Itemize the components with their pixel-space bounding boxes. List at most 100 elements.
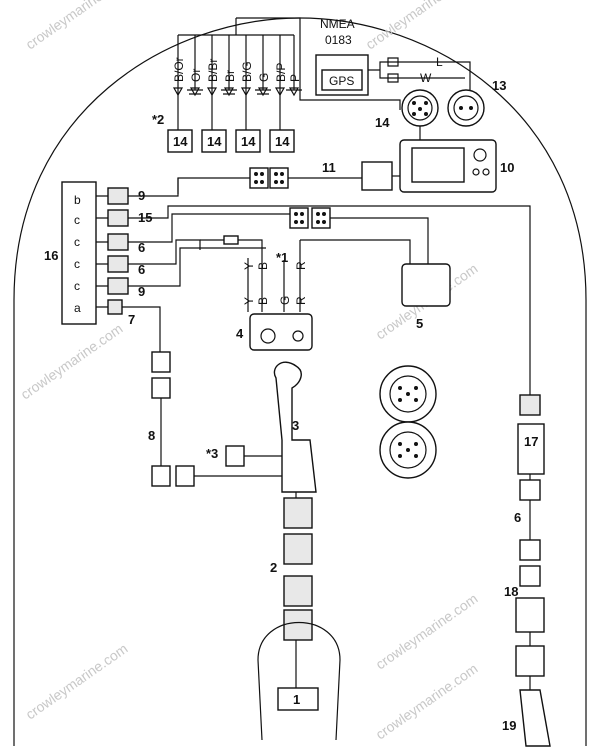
wire-label: R: [294, 296, 308, 305]
callout-6: 6: [514, 510, 521, 525]
wire-L-label: L: [436, 55, 443, 69]
watermark: crowleymarine.com: [373, 660, 481, 742]
gps-label: GPS: [329, 74, 354, 88]
device-19: [519, 689, 551, 747]
pin-block: [515, 597, 545, 633]
pin-block: [283, 533, 313, 565]
connector-11: [177, 167, 362, 194]
pin-block: [249, 167, 269, 189]
wire-label: B: [256, 297, 270, 305]
display-screen: [411, 147, 465, 183]
callout-16: 16: [44, 248, 58, 263]
hub-body: [61, 181, 97, 325]
device-14-box: [167, 129, 193, 153]
wire-label: Y: [242, 297, 256, 305]
port-connector: [107, 187, 129, 205]
callout-1: 1: [293, 692, 300, 707]
pin-block: [519, 394, 541, 416]
engine-1: 1: [257, 621, 341, 741]
callout-6: 6: [138, 262, 145, 277]
connector-pair-12-13: 13 14: [375, 78, 506, 140]
callout-14: 14: [207, 134, 222, 149]
pin-block: [269, 167, 289, 189]
callout-9: 9: [138, 284, 145, 299]
round-connector-12: [447, 89, 485, 127]
connector-8: 8: [148, 351, 290, 487]
watermark: crowleymarine.com: [23, 0, 131, 52]
wire-label: B/P: [274, 63, 288, 82]
pin-block: [519, 479, 541, 501]
callout-5: 5: [416, 316, 423, 331]
hub-port-label: c: [74, 213, 80, 227]
hub-port-label: a: [74, 301, 81, 315]
port-connector: [107, 255, 129, 273]
port-connector: [107, 277, 129, 295]
callout-13: 14: [375, 115, 390, 130]
wire-label: B/G: [240, 61, 254, 82]
callout-11: 11: [322, 160, 336, 175]
sensor-body: [401, 263, 451, 307]
pin-block: [151, 465, 171, 487]
pin-block: [311, 207, 331, 229]
wire-label: G: [278, 296, 292, 305]
pin-block: [283, 609, 313, 641]
wire-label: B/Or: [172, 57, 186, 82]
trunk-lines: [122, 178, 531, 395]
callout-star2: *2: [152, 112, 164, 127]
callout-17: 17: [524, 434, 538, 449]
port-connector: [107, 209, 129, 227]
callout-10: 10: [500, 160, 514, 175]
port-connector: [107, 233, 129, 251]
callout-14: 14: [241, 134, 256, 149]
wire-label: B: [256, 262, 270, 270]
control-lever-3: 3: [273, 361, 317, 500]
watermark: crowleymarine.com: [23, 640, 131, 722]
pin-block: [151, 377, 171, 399]
switch-wiring: *1 Y B R Y B G R: [200, 235, 411, 312]
callout-18: 18: [504, 584, 518, 599]
callout-star3: *3: [206, 446, 218, 461]
port-connector: [107, 299, 123, 315]
pin-block: [225, 445, 245, 467]
inline-fuse: [223, 235, 239, 245]
gps-unit: NMEA 0183 GPS L W: [315, 17, 471, 96]
hub-port-label: b: [74, 193, 81, 207]
hub-port-label: c: [74, 257, 80, 271]
switch-panel-4: 4: [236, 313, 313, 351]
nmea-wire-harness: B/Or Or B/Br Br B/G G B/P P: [172, 17, 401, 125]
device-14-box: [201, 129, 227, 153]
callout-6: 6: [138, 240, 145, 255]
hub-port-label: c: [74, 235, 80, 249]
wire-label: B/Br: [206, 59, 220, 82]
gauge-connectors: [379, 365, 437, 479]
pin-block: [289, 207, 309, 229]
wire-label: Br: [223, 70, 237, 82]
callout-4: 4: [236, 326, 244, 341]
connector-star3: *3: [206, 445, 290, 467]
watermark: crowleymarine.com: [363, 0, 471, 52]
hub-16: b c c c c a 16 9 15 6 6 9 7: [44, 181, 152, 327]
wire-W-label: W: [420, 71, 432, 85]
switch-panel-body: [249, 313, 313, 351]
pin-block: [283, 575, 313, 607]
pin-block: [519, 565, 541, 587]
callout-7: 7: [128, 312, 135, 327]
callout-14: 14: [173, 134, 188, 149]
wire-label: G: [257, 73, 271, 82]
watermark: crowleymarine.com: [18, 320, 126, 402]
callout-19: 19: [502, 718, 516, 733]
pin-block: [151, 351, 171, 373]
engine-box: [277, 687, 319, 711]
display-10: 10 11: [322, 139, 514, 193]
pin-block: [175, 465, 195, 487]
pin-block: [283, 497, 313, 529]
device-14-box: [269, 129, 295, 153]
callout-star1: *1: [276, 250, 288, 265]
callout-2: 2: [270, 560, 277, 575]
wire-label: R: [294, 261, 308, 270]
callout-3: 3: [292, 418, 299, 433]
nmea-0183-label: 0183: [325, 33, 352, 47]
callout-8: 8: [148, 428, 155, 443]
device-17: [517, 423, 545, 475]
